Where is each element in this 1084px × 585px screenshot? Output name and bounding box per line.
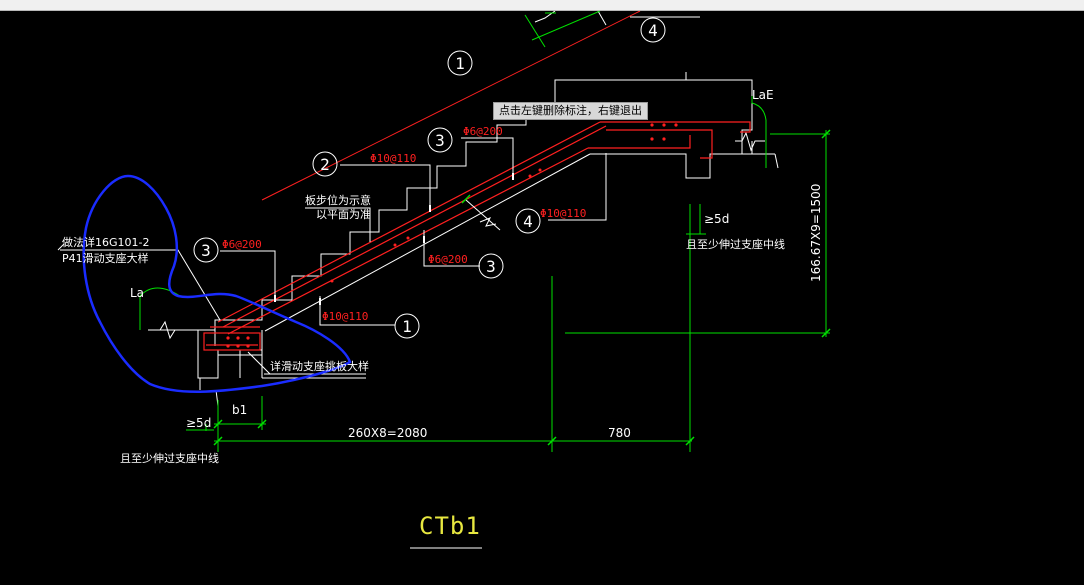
label-rebar-6-200-left: Φ6@200 — [222, 238, 262, 251]
circle-4-mid: 4 — [523, 212, 533, 231]
label-5d-left: ≥5d — [186, 416, 211, 430]
dimension-lines — [139, 96, 830, 452]
label-rebar-10-110-right: Φ10@110 — [540, 207, 586, 220]
drawing-title: CTb1 — [419, 512, 481, 540]
label-rebar-6-200-top: Φ6@200 — [463, 125, 503, 138]
label-rebar-10-110-bottom: Φ10@110 — [322, 310, 368, 323]
dimension-ticks — [213, 129, 831, 446]
label-5d-right: ≥5d — [704, 212, 729, 226]
circle-3-mid: 3 — [486, 257, 496, 276]
stair-rebar — [203, 121, 751, 351]
note-step-1: 板步位为示意 — [305, 193, 371, 207]
label-rebar-10-110-top: Φ10@110 — [370, 152, 416, 165]
step-ticks — [274, 173, 514, 305]
dim-horizontal: 260X8=2080 — [348, 426, 427, 440]
circle-2: 2 — [320, 155, 330, 174]
dim-vertical: 166.67X9=1500 — [809, 184, 823, 282]
circle-numbers: 1 4 3 2 3 4 3 1 — [201, 21, 658, 336]
upper-flight-rebar — [261, 11, 641, 201]
circle-3-top: 3 — [435, 131, 445, 150]
note-ref-2: P41滑动支座大样 — [62, 251, 149, 265]
dim-right: 780 — [608, 426, 631, 440]
circle-3-left: 3 — [201, 241, 211, 260]
label-b1: b1 — [232, 403, 247, 417]
note-support-left: 且至少伸过支座中线 — [120, 451, 219, 465]
circle-4-top: 4 — [648, 21, 658, 40]
upper-dimension — [524, 11, 601, 48]
circle-1-bottom: 1 — [402, 317, 412, 336]
command-tooltip: 点击左键删除标注，右键退出 — [493, 102, 648, 120]
note-step-2: 以平面为准 — [316, 208, 371, 221]
window-top-bar — [0, 0, 1084, 11]
rebar-dots — [226, 123, 678, 348]
circle-1-top: 1 — [455, 54, 465, 73]
label-la: La — [130, 286, 144, 300]
white-notes: 板步位为示意 以平面为准 做法详16G101-2 P41滑动支座大样 详滑动支座… — [62, 88, 823, 465]
note-support-right: 且至少伸过支座中线 — [686, 237, 785, 251]
label-rebar-6-200-mid: Φ6@200 — [428, 253, 468, 266]
revision-cloud — [82, 174, 352, 394]
circle-markers — [193, 17, 666, 339]
upper-flight-linework — [534, 11, 700, 26]
note-slide: 详滑动支座挑板大样 — [270, 359, 369, 373]
note-ref-1: 做法详16G101-2 — [62, 235, 149, 249]
label-lae: LaE — [752, 88, 774, 102]
rebar-labels: Φ6@200 Φ10@110 Φ6@200 Φ6@200 Φ10@110 Φ10… — [222, 125, 586, 323]
cad-drawing-canvas[interactable]: 1 4 3 2 3 4 3 1 Φ6@200 Φ10@110 Φ6@200 Φ6… — [0, 11, 1084, 585]
